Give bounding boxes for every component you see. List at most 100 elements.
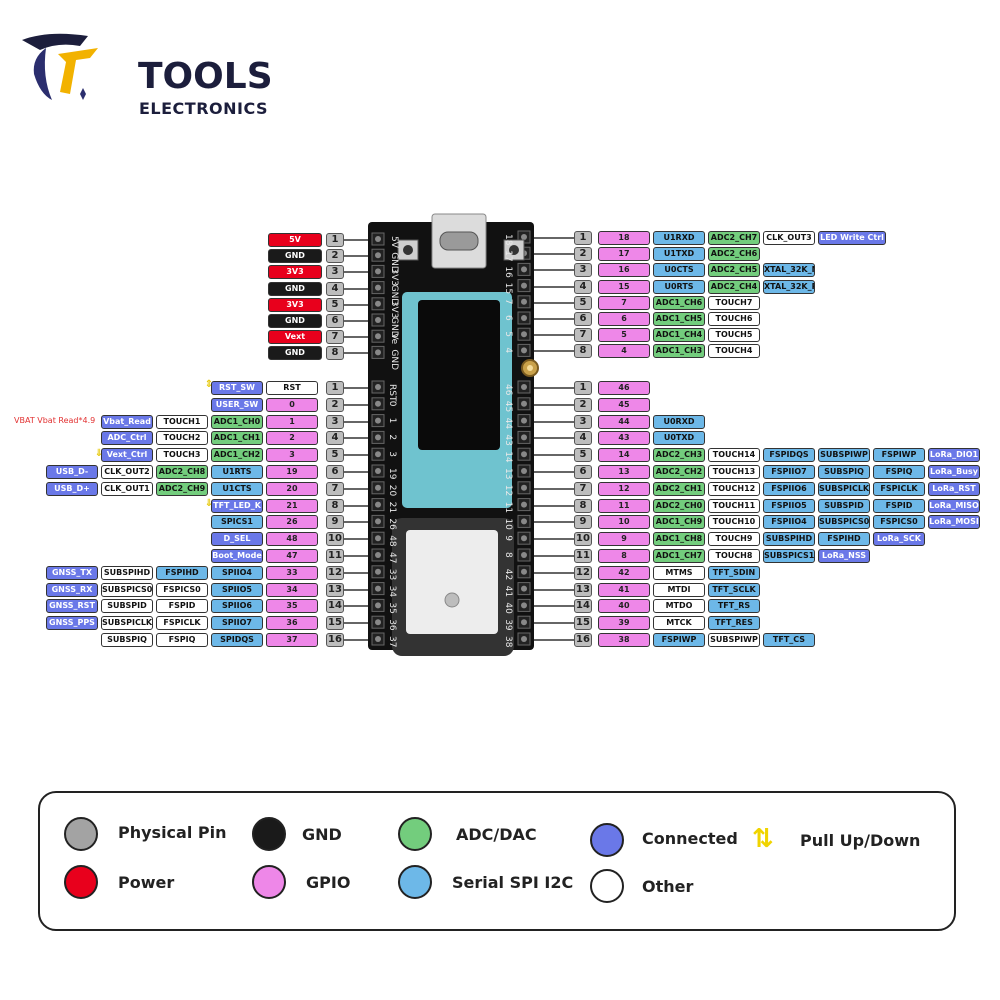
pin-leader-line — [534, 504, 574, 507]
pin-label-tag: ADC1_CH9 — [653, 515, 705, 530]
pin-label-tag: SUBSPICS1 — [763, 549, 815, 563]
pin-leader-line — [344, 387, 368, 389]
physical-pin-number: 3 — [574, 414, 592, 429]
physical-pin-number: 2 — [326, 397, 344, 412]
pin-label-tag: FSPICS0 — [873, 515, 925, 530]
pin-label-tag: TOUCH14 — [708, 448, 760, 463]
pin-label-tag: SUBSPID — [818, 498, 870, 513]
board-silkscreen-label: 16 — [503, 266, 513, 278]
pin-label-tag: TFT_RS — [708, 599, 760, 614]
board-silkscreen-label: 41 — [503, 586, 513, 597]
pin-leader-line — [534, 454, 574, 457]
board-silkscreen-label: 45 — [503, 401, 513, 412]
physical-pin-number: 6 — [326, 314, 344, 328]
pin-label-tag: TOUCH11 — [708, 498, 760, 513]
pin-label-tag: SPIIO5 — [211, 582, 263, 597]
legend-adc-label: ADC/DAC — [456, 825, 537, 844]
physical-pin-number: 15 — [574, 616, 592, 631]
pin-label-tag: CLK_OUT2 — [101, 465, 153, 479]
pin-leader-line — [534, 334, 574, 337]
pin-label-tag: U1CTS — [211, 481, 263, 496]
board-silkscreen-label: 6 — [503, 315, 513, 321]
board-silkscreen-label: 19 — [387, 468, 397, 480]
pin-label-tag: ADC1_CH4 — [653, 328, 705, 343]
pin-label-tag: TOUCH3 — [156, 448, 208, 463]
pin-label-tag: ADC2_CH4 — [708, 279, 760, 294]
physical-pin-number: 2 — [574, 397, 592, 412]
pin-leader-line — [344, 239, 368, 241]
pin-label-tag: 36 — [266, 616, 318, 631]
pin-leader-line — [534, 521, 574, 524]
pin-label-tag: U0CTS — [653, 263, 705, 278]
pin-label-tag: LED Write Ctrl — [818, 231, 886, 245]
pin-label-tag: USER_SW — [211, 397, 263, 412]
pin-leader-line — [344, 420, 368, 423]
pin-label-tag: 2 — [266, 431, 318, 446]
pin-label-tag: 14 — [598, 448, 650, 463]
left-header-pins — [371, 232, 385, 646]
legend-serial-label: Serial SPI I2C — [452, 873, 574, 892]
pin-label-tag: FSPIQ — [873, 465, 925, 479]
physical-pin-number: 6 — [326, 465, 344, 479]
pin-label-tag: U0RXD — [653, 414, 705, 429]
pin-leader-line — [534, 487, 574, 490]
physical-pin-number: 1 — [574, 231, 592, 245]
board-silkscreen-label: GND — [389, 285, 399, 306]
physical-pin-number: 8 — [326, 346, 344, 361]
pin-leader-line — [534, 253, 574, 256]
board-silkscreen-label: 42 — [503, 569, 513, 580]
pin-label-tag: TFT_LED_K — [211, 498, 263, 513]
vbat-note: VBAT Vbat Read*4.9 — [14, 416, 96, 425]
pin-label-tag: GND — [268, 346, 322, 361]
pin-label-tag: U0TXD — [653, 431, 705, 446]
pin-label-tag: GNSS_PPS — [46, 616, 98, 631]
pin-label-tag: ADC1_CH3 — [653, 344, 705, 359]
pin-label-tag: FSPIIO4 — [763, 515, 815, 530]
pin-label-tag: 20 — [266, 481, 318, 496]
physical-pin-number: 1 — [326, 233, 344, 247]
pin-label-tag: 39 — [598, 616, 650, 631]
pin-label-tag: USB_D- — [46, 465, 98, 479]
pin-label-tag: SUBSPICLK — [101, 616, 153, 631]
pin-label-tag: 10 — [598, 515, 650, 530]
pin-leader-line — [344, 639, 368, 641]
pin-label-tag: 3V3 — [268, 297, 322, 312]
board-silkscreen-label: 5V — [389, 236, 399, 249]
physical-pin-number: 13 — [574, 582, 592, 597]
pin-label-tag: U1TXD — [653, 247, 705, 262]
pin-label-tag: LoRa_SCK — [873, 532, 925, 547]
pin-label-tag: FSPIWP — [873, 448, 925, 463]
pin-label-tag: SPIIO6 — [211, 599, 263, 614]
pull-up-down-icon: ⇕ — [204, 379, 214, 390]
pin-label-tag: 4 — [598, 344, 650, 359]
pin-leader-line — [344, 622, 368, 625]
pin-leader-line — [344, 555, 368, 557]
legend-connected-swatch — [590, 823, 624, 857]
pin-label-tag: 19 — [266, 465, 318, 479]
pin-label-tag: 11 — [598, 498, 650, 513]
pin-leader-line — [344, 487, 368, 490]
legend-other-swatch — [590, 869, 624, 903]
board-silkscreen-label: 0 — [387, 401, 397, 407]
board-silkscreen-label: 3V3 — [389, 268, 399, 286]
pin-leader-line — [534, 237, 574, 239]
pin-label-tag: CLK_OUT1 — [101, 481, 153, 496]
pin-label-tag: 40 — [598, 599, 650, 614]
board-silkscreen-label: GND — [389, 317, 399, 338]
legend-gpio-label: GPIO — [306, 873, 351, 892]
pull-up-down-icon: ⇅ — [752, 823, 774, 853]
pin-label-tag: SUBSPIWP — [708, 633, 760, 647]
pin-label-tag: 48 — [266, 532, 318, 547]
board-silkscreen-label: 37 — [387, 636, 397, 647]
pin-label-tag: 37 — [266, 633, 318, 647]
board-silkscreen-label: 8 — [503, 552, 513, 558]
pin-label-tag: 8 — [598, 549, 650, 563]
pin-label-tag: FSPIDQS — [763, 448, 815, 463]
board-silkscreen-label: 26 — [387, 518, 397, 530]
pin-label-tag: CLK_OUT3 — [763, 231, 815, 245]
pin-label-tag: TOUCH4 — [708, 344, 760, 359]
pin-label-tag: SPIIO4 — [211, 565, 263, 580]
physical-pin-number: 11 — [574, 549, 592, 563]
pin-label-tag: FSPICLK — [156, 616, 208, 631]
pin-label-tag: 41 — [598, 582, 650, 597]
